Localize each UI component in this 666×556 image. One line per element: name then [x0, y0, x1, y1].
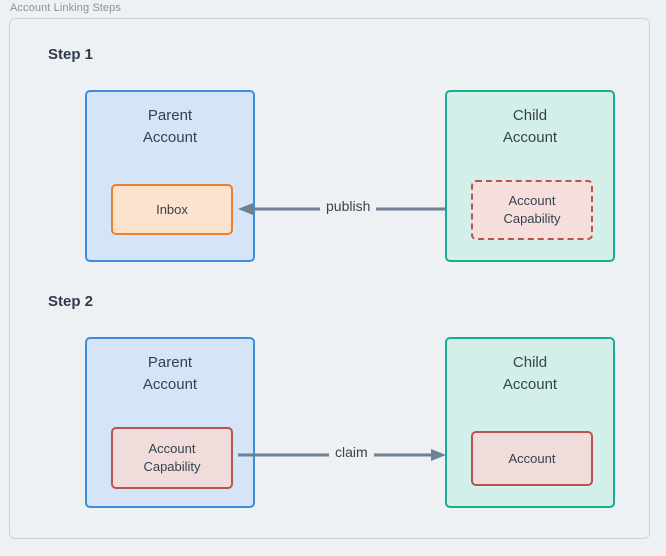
step-2-account-capability-node[interactable]: Account Capability — [111, 427, 233, 489]
step-1-label: Step 1 — [48, 46, 94, 63]
frame-title: Account Linking Steps — [10, 2, 121, 14]
step-2-parent-account-box[interactable]: Parent Account Account Capability — [85, 337, 255, 508]
step-1-child-account-title: Child Account — [502, 107, 558, 146]
step-1-child-account-box[interactable]: Child Account Account Capability — [445, 90, 615, 262]
step-1-parent-account-box[interactable]: Parent Account Inbox — [85, 90, 255, 262]
step-2-label: Step 2 — [48, 293, 94, 310]
step-2-child-account-box[interactable]: Child Account Account — [445, 337, 615, 508]
step-2-account-node[interactable]: Account — [471, 431, 593, 486]
step-2-child-account-title: Child Account — [502, 354, 558, 393]
step-2-parent-account-title: Parent Account — [142, 354, 198, 393]
step-1-parent-account-title: Parent Account — [142, 107, 198, 146]
step-1-account-capability-node[interactable]: Account Capability — [471, 180, 593, 240]
step-2-arrow-label: claim — [329, 444, 374, 460]
step-1-inbox-node[interactable]: Inbox — [111, 184, 233, 235]
step-1-arrow-label: publish — [320, 198, 377, 214]
